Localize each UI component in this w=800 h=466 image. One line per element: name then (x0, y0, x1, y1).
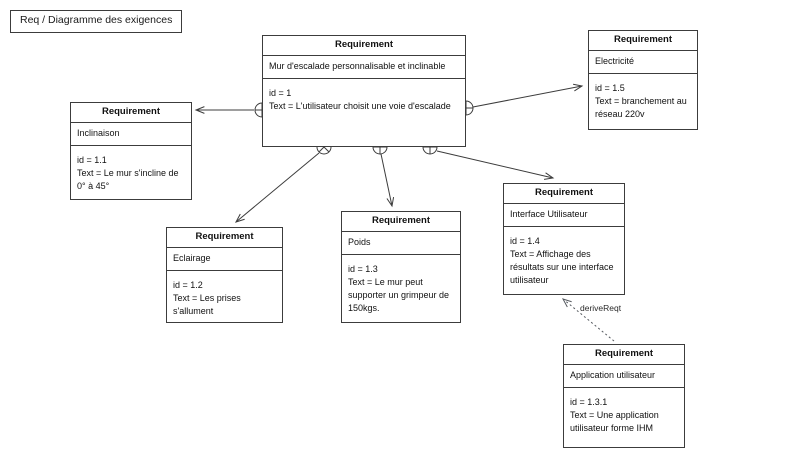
requirement-name: Poids (342, 232, 460, 255)
requirement-properties: id = 1 Text = L'utilisateur choisit une … (269, 87, 451, 111)
requirement-stereotype: Requirement (342, 212, 460, 232)
requirement-name: Interface Utilisateur (504, 204, 624, 227)
requirement-properties: id = 1.5 Text = branchement au réseau 22… (595, 82, 687, 120)
requirement-stereotype: Requirement (504, 184, 624, 204)
requirement-node-eclairage[interactable]: Requirement Eclairage id = 1.2 Text = Le… (166, 227, 283, 323)
requirement-properties: id = 1.3 Text = Le mur peut supporter un… (348, 263, 450, 314)
diagram-frame-label: Req / Diagramme des exigences (10, 10, 183, 33)
requirement-stereotype: Requirement (71, 103, 191, 123)
requirement-stereotype: Requirement (263, 36, 465, 56)
requirement-node-application-utilisateur[interactable]: Requirement Application utilisateur id =… (563, 344, 685, 448)
requirement-properties: id = 1.3.1 Text = Une application utilis… (570, 396, 659, 434)
requirement-stereotype: Requirement (167, 228, 282, 248)
requirement-node-poids[interactable]: Requirement Poids id = 1.3 Text = Le mur… (341, 211, 461, 323)
requirement-node-electricite[interactable]: Requirement Electricité id = 1.5 Text = … (588, 30, 698, 130)
edge-mur-electricite[interactable] (458, 83, 584, 116)
edge-mur-eclairage[interactable] (234, 139, 332, 223)
edge-label-derivereqt: deriveReqt (580, 303, 622, 313)
requirement-properties: id = 1.1 Text = Le mur s'incline de 0° à… (77, 154, 179, 192)
requirement-node-inclinaison[interactable]: Requirement Inclinaison id = 1.1 Text = … (70, 102, 192, 200)
requirement-node-interface-utilisateur[interactable]: Requirement Interface Utilisateur id = 1… (503, 183, 625, 295)
requirement-name: Inclinaison (71, 123, 191, 146)
requirement-node-mur[interactable]: Requirement Mur d'escalade personnalisab… (262, 35, 466, 147)
requirement-stereotype: Requirement (589, 31, 697, 51)
requirement-properties: id = 1.4 Text = Affichage des résultats … (510, 235, 614, 286)
requirement-name: Mur d'escalade personnalisable et inclin… (263, 56, 465, 79)
requirement-name: Electricité (589, 51, 697, 74)
edge-mur-inclinaison[interactable] (194, 102, 270, 118)
edge-mur-poids[interactable] (372, 139, 395, 208)
requirement-name: Eclairage (167, 248, 282, 271)
requirement-stereotype: Requirement (564, 345, 684, 365)
requirement-properties: id = 1.2 Text = Les prises s'allument (173, 279, 241, 317)
requirement-name: Application utilisateur (564, 365, 684, 388)
